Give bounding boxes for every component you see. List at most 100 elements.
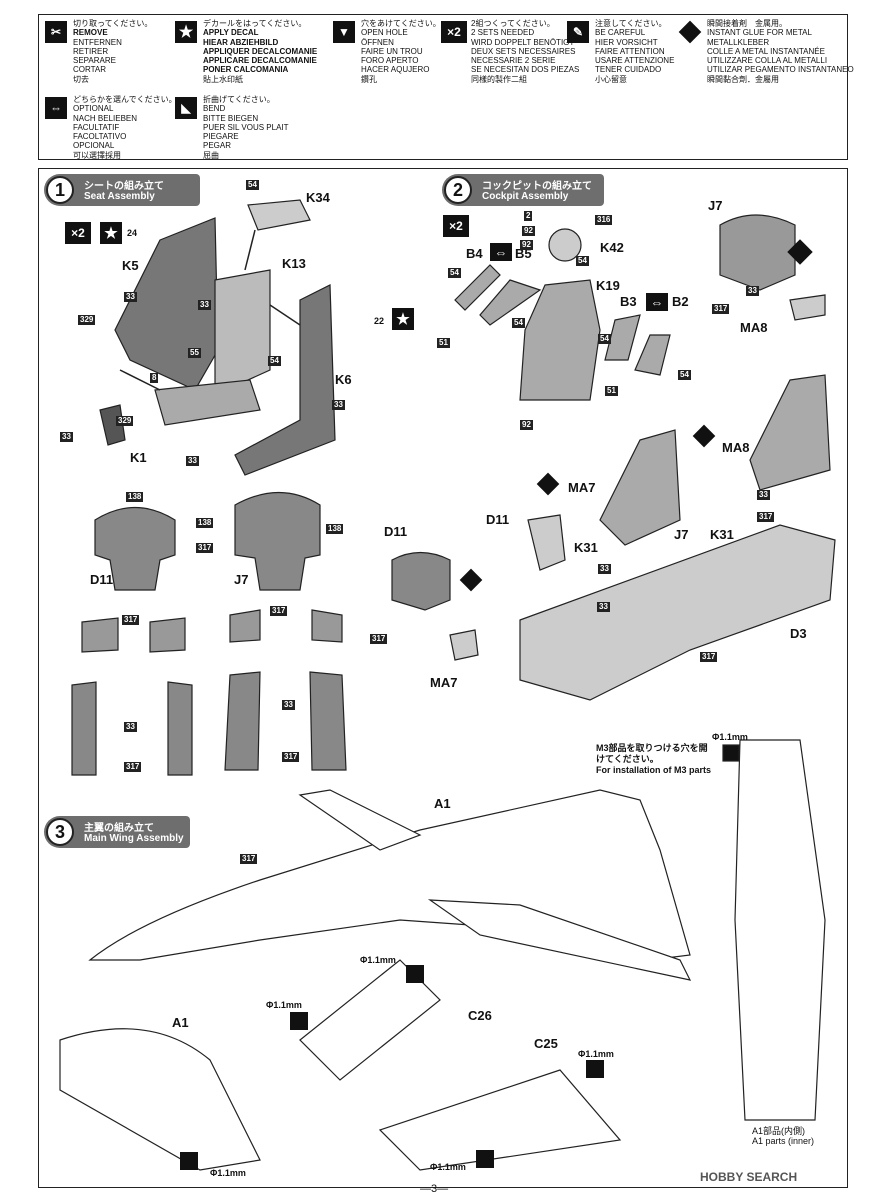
legend-decal-ja: デカールをはってください。 xyxy=(203,19,307,28)
scissors-icon: ✂ xyxy=(45,21,67,43)
color-tag: 317 xyxy=(124,762,142,772)
step-3-header: 3 主翼の組み立て Main Wing Assembly xyxy=(44,816,190,848)
color-tag: 317 xyxy=(700,652,718,662)
legend-decal-line: APPLY DECAL xyxy=(203,28,259,38)
color-tag: 138 xyxy=(196,518,214,528)
color-tag: 8 xyxy=(150,373,159,383)
legend-glue-line: METALLKLEBER xyxy=(707,37,770,47)
color-tag: 316 xyxy=(595,215,613,225)
pen-icon: ✎ xyxy=(567,21,589,43)
part-label-k31: K31 xyxy=(710,527,734,542)
legend-hole-line: HACER AQUJERO xyxy=(361,65,430,75)
step-1-header: 1 シートの組み立て Seat Assembly xyxy=(44,174,200,206)
legend-careful-line: USARE ATTENZIONE xyxy=(595,56,675,66)
color-tag: 317 xyxy=(370,634,388,644)
console-right-b xyxy=(311,609,343,643)
multiply-icon: ×2 xyxy=(443,215,469,237)
inner-caption-en: A1 parts (inner) xyxy=(752,1136,815,1146)
color-tag: 54 xyxy=(246,180,259,190)
color-tag: 33 xyxy=(597,602,610,612)
legend-remove-line: CORTAR xyxy=(73,65,107,75)
wing-right xyxy=(427,899,692,981)
legend-decal-line: HIEAR ABZIEHBILD xyxy=(203,37,279,47)
color-tag: 55 xyxy=(188,348,201,358)
optional-arrows-icon: ⇔ xyxy=(646,293,668,311)
color-tag: 317 xyxy=(712,304,730,314)
color-tag: 33 xyxy=(598,564,611,574)
legend-glue-zh: 瞬間黏合劑．金屬用 xyxy=(707,74,779,84)
legend-twosets-ja: 2組つくってください。 xyxy=(471,19,555,28)
legend-decal-line: APPLIQUER DECALCOMANIE xyxy=(203,46,318,56)
legend-careful-ja: 注意してください。 xyxy=(595,19,667,28)
legend-careful: 注意してください。 BE CAREFUL HIER VORSICHT FAIRE… xyxy=(595,19,674,84)
legend-hole-line: FORO APERTO xyxy=(361,56,419,66)
legend-hole-line: FAIRE UN TROU xyxy=(361,46,423,56)
part-label-k31: K31 xyxy=(574,540,598,555)
legend-optional-ja: どちらかを選んでください。 xyxy=(73,95,177,104)
step-number: 2 xyxy=(444,176,472,204)
color-tag: 33 xyxy=(124,292,137,302)
legend-careful-zh: 小心留意 xyxy=(595,74,627,84)
legend-hole: 穴をあけてください。 OPEN HOLE ÖFFNEN FAIRE UN TRO… xyxy=(361,19,441,84)
side-panel-4 xyxy=(309,671,347,771)
part-label-c26: C26 xyxy=(468,1008,492,1023)
color-tag: 33 xyxy=(198,300,211,310)
legend-bend-line: PEGAR xyxy=(203,141,232,151)
star-icon: ★ xyxy=(392,308,414,330)
decal-ma8 xyxy=(789,294,826,321)
part-label-ma7: MA7 xyxy=(430,675,458,690)
legend-careful-line: BE CAREFUL xyxy=(595,28,646,38)
legend-hole-line: OPEN HOLE xyxy=(361,28,408,38)
color-tag: 317 xyxy=(282,752,300,762)
step-number: 1 xyxy=(46,176,74,204)
legend-optional-zh: 可以選擇採用 xyxy=(73,150,121,160)
part-label-j7: J7 xyxy=(674,527,689,542)
legend-bend-line: BITTE BIEGEN xyxy=(203,113,259,123)
pilot-arm-b4 xyxy=(454,264,501,311)
part-label-a1: A1 xyxy=(434,796,451,811)
inner-caption-ja: A1部品(内側) xyxy=(752,1126,806,1136)
color-tag: 54 xyxy=(576,256,589,266)
color-tag: 51 xyxy=(437,338,450,348)
step-title-en: Seat Assembly xyxy=(84,191,155,202)
part-label-ma7: MA7 xyxy=(568,480,596,495)
console-right-a xyxy=(229,609,261,643)
color-tag: 92 xyxy=(520,240,533,250)
a1-close-up xyxy=(59,1028,261,1171)
star-icon: ★ xyxy=(175,21,197,43)
legend-remove-ja: 切り取ってください。 xyxy=(73,19,153,28)
part-label-b4: B4 xyxy=(466,246,483,261)
legend-twosets-line: WIRD DOPPELT BENÖTIGT xyxy=(471,37,575,47)
seat-part-k13 xyxy=(214,269,271,396)
color-tag: 92 xyxy=(520,420,533,430)
side-panel-3 xyxy=(224,671,261,771)
color-tag: 54 xyxy=(512,318,525,328)
color-tag: 317 xyxy=(757,512,775,522)
multiply-icon: ×2 xyxy=(65,222,91,244)
color-tag: 2 xyxy=(524,211,533,221)
part-label-ma8: MA8 xyxy=(740,320,768,335)
seat-part-k1 xyxy=(99,404,126,446)
bend-icon: ◣ xyxy=(175,97,197,119)
pilot-body xyxy=(519,279,601,401)
legend-twosets-line: NECESSARIE 2 SERIE xyxy=(471,56,556,66)
panel-d11 xyxy=(94,506,176,591)
multiply-icon: ×2 xyxy=(441,21,467,43)
part-label-ma8: MA8 xyxy=(722,440,750,455)
part-label-k34: K34 xyxy=(306,190,330,205)
color-tag: 54 xyxy=(598,334,611,344)
color-tag: 317 xyxy=(196,543,214,553)
part-label-k13: K13 xyxy=(282,256,306,271)
color-tag: 33 xyxy=(332,400,345,410)
step-title-ja: 主翼の組み立て xyxy=(84,823,154,834)
legend-twosets-line: SE NECESITAN DOS PIEZAS xyxy=(471,65,580,75)
color-tag: 329 xyxy=(78,315,96,325)
star-icon: ★ xyxy=(100,222,122,244)
drill-icon xyxy=(586,1060,604,1078)
part-label-d11: D11 xyxy=(384,524,408,539)
drill-icon-inner xyxy=(722,744,740,762)
drill-size: Φ1.1mm xyxy=(266,1000,302,1010)
color-tag: 92 xyxy=(522,226,535,236)
color-tag: 33 xyxy=(60,432,73,442)
legend-box: ✂ 切り取ってください。 REMOVE ENTFERNEN RETIRER SE… xyxy=(38,14,854,160)
